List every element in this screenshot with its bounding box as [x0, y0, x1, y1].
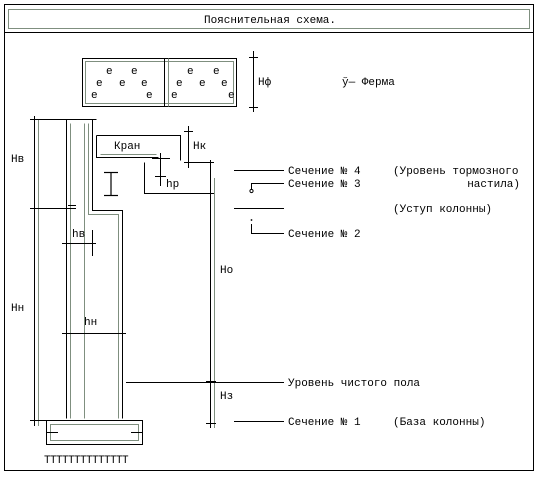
section-2-marker [250, 219, 253, 221]
column [66, 119, 123, 419]
hv-section-dimension [62, 230, 96, 256]
truss-glyph: е [187, 66, 194, 78]
hz-label: Нз [220, 391, 233, 403]
section-4-note-line2: настила) [467, 179, 520, 191]
truss-glyph: е [91, 90, 98, 102]
truss-glyphs: е е е е е е е е е е е е е е [91, 66, 235, 102]
hr-dimension [152, 153, 170, 186]
column-base [46, 420, 143, 445]
hr-label: hр [166, 179, 179, 191]
rail-icon [104, 171, 118, 197]
hv-hn-dimension [30, 116, 76, 426]
truss-glyph: е [171, 90, 178, 102]
truss-glyph: е [199, 78, 206, 90]
truss-glyph: е [213, 66, 220, 78]
section-4-note-line1: (Уровень тормозного [393, 166, 518, 178]
section-1-note: (База колонны) [393, 417, 485, 429]
truss-glyph: е [176, 78, 183, 90]
truss-glyph: е [96, 78, 103, 90]
truss-glyph: е [119, 78, 126, 90]
ho-hz-dimension [206, 160, 216, 428]
hv-label: Нв [11, 154, 24, 166]
truss-label: ў— Ферма [342, 77, 395, 89]
truss-glyph: е [228, 90, 235, 102]
hk-dimension [184, 126, 214, 182]
crane-block [96, 135, 215, 194]
hn-section-dimension [62, 322, 126, 346]
section-4-label: Сечение № 4 [288, 166, 361, 178]
hf-label: Нф [258, 76, 272, 89]
section-leaders [126, 170, 284, 422]
floor-level-label: Уровень чистого пола [288, 378, 420, 390]
window-frame [4, 4, 534, 471]
section-1-label: Сечение № 1 [288, 417, 361, 429]
truss-glyph: е [146, 90, 153, 102]
hv-section-label: hв [72, 229, 85, 241]
truss-glyph: е [106, 66, 113, 78]
hk-label: Нк [193, 141, 206, 153]
section-3-label: Сечение № 3 [288, 179, 361, 191]
truss-glyph: е [131, 66, 138, 78]
truss-block [82, 58, 237, 107]
scheme-title: Пояснительная схема. [204, 15, 336, 27]
hf-dimension [249, 51, 258, 112]
section-2-label: Сечение № 2 [288, 229, 361, 241]
section-3-marker [249, 188, 254, 194]
hn-label: Нн [11, 303, 24, 315]
hn-section-label: hн [84, 317, 97, 329]
truss-glyph: е [141, 78, 148, 90]
ho-label: Но [220, 265, 233, 277]
truss-glyph: е [221, 78, 228, 90]
step-note: (Уступ колонны) [393, 204, 492, 216]
foundation-hatch: ТТТТТТТТТТТТТТ [44, 455, 129, 467]
crane-label: Кран [114, 141, 140, 153]
